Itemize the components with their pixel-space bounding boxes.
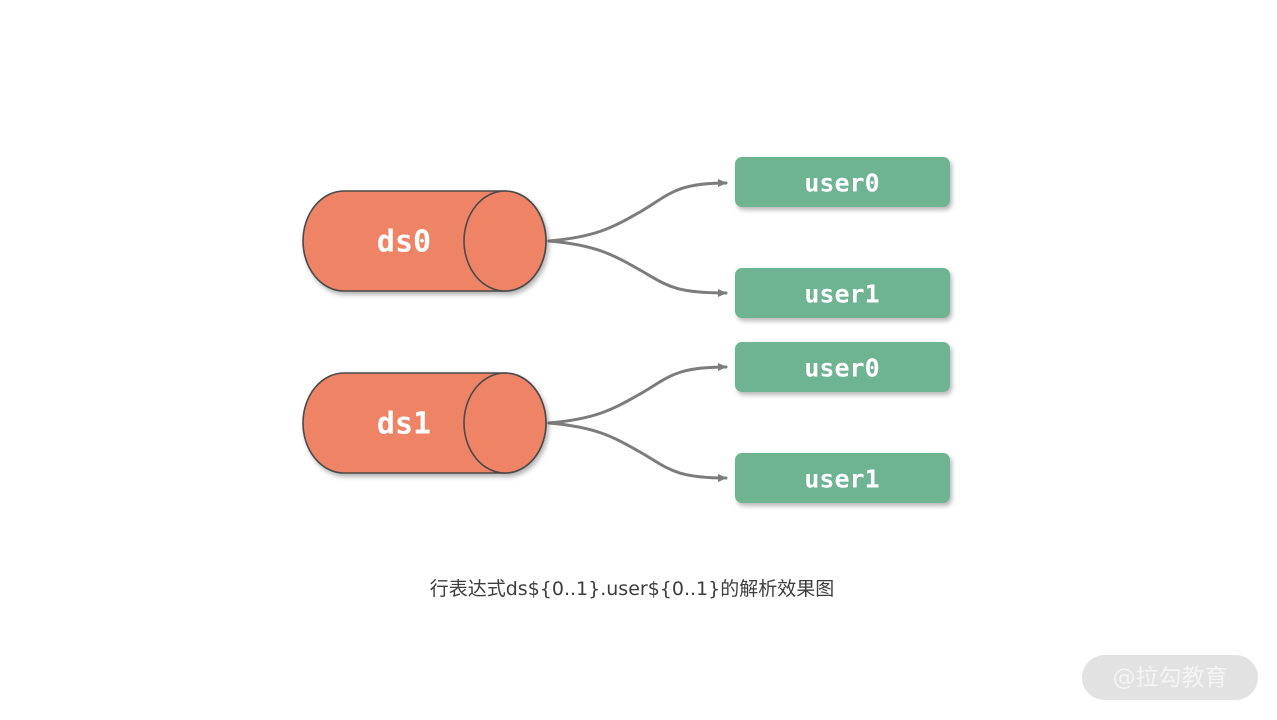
table-ds0-user0: user0: [735, 157, 950, 207]
ds0-label: ds0: [377, 225, 431, 260]
ds1-user1-label: user1: [804, 465, 879, 494]
watermark: @拉勾教育: [1082, 655, 1258, 700]
connector-ds1-user1: [547, 421, 728, 482]
ds0-user0-label: user0: [804, 169, 879, 198]
ds1-cylinder: [302, 372, 547, 474]
table-ds1-user0: user0: [735, 342, 950, 392]
connector-ds1-user0: [547, 363, 728, 425]
ds1-user1-box: [735, 453, 950, 503]
watermark-text: @拉勾教育: [1113, 665, 1228, 691]
ds0-user1-box: [735, 268, 950, 318]
table-ds1-user1: user1: [735, 453, 950, 503]
ds1-user0-box: [735, 342, 950, 392]
connector-ds0-user1: [547, 239, 728, 297]
ds1-cylinder-cap: [463, 372, 547, 474]
ds0-cylinder-cap: [463, 190, 547, 292]
diagram-caption: 行表达式ds${0..1}.user${0..1}的解析效果图: [430, 578, 834, 600]
ds0-user0-box: [735, 157, 950, 207]
ds1-user0-label: user0: [804, 354, 879, 383]
ds1-label: ds1: [377, 407, 431, 442]
datasource-ds1: ds1: [302, 372, 547, 474]
ds0-cylinder: [302, 190, 547, 292]
connectors-ds0: [547, 179, 728, 297]
connector-ds0-user0: [547, 179, 728, 243]
ds0-user1-label: user1: [804, 280, 879, 309]
connectors-ds1: [547, 363, 728, 482]
watermark-pill: [1082, 655, 1258, 700]
table-ds0-user1: user1: [735, 268, 950, 318]
datasource-ds0: ds0: [302, 190, 547, 292]
